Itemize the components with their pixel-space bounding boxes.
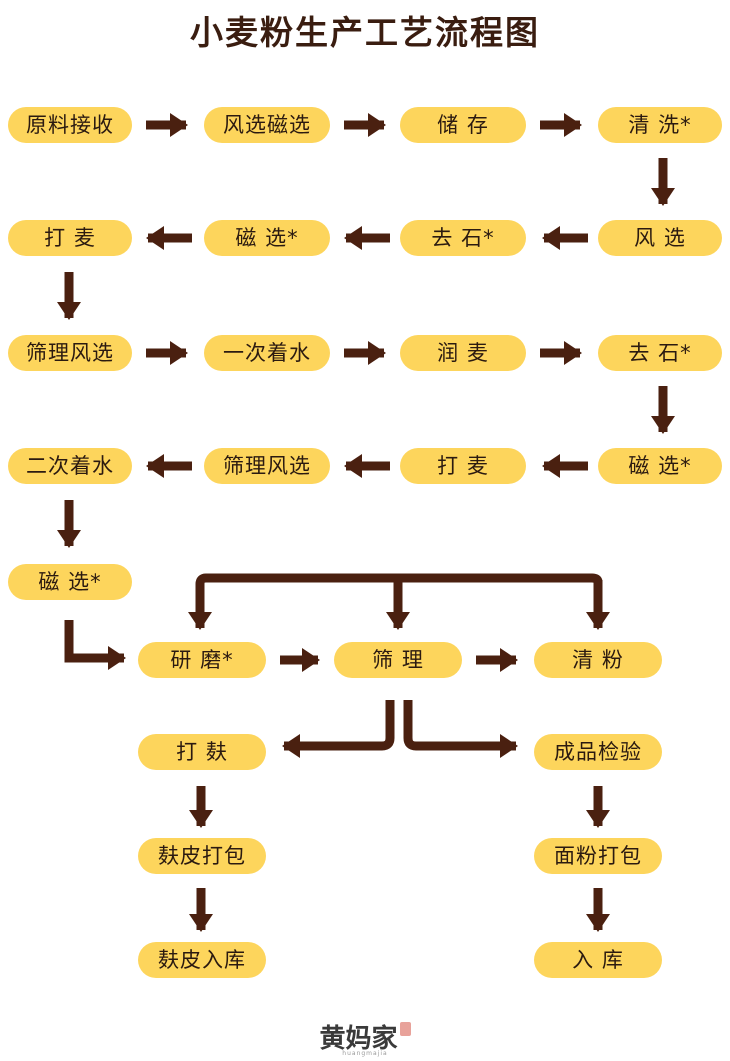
node-sieving-air-separation-1: 筛理风选	[8, 335, 132, 371]
node-storage: 储 存	[400, 107, 526, 143]
node-sieving-air-separation-2: 筛理风选	[204, 448, 330, 484]
node-air-separation-1: 风 选	[598, 220, 722, 256]
node-bran-warehousing: 麸皮入库	[138, 942, 266, 978]
brand-logo: 黄妈家	[0, 1018, 730, 1055]
node-product-inspection: 成品检验	[534, 734, 662, 770]
node-air-magnetic-separation: 风选磁选	[204, 107, 330, 143]
arrow-17-18	[64, 620, 126, 670]
node-destoning-1: 去 石*	[400, 220, 526, 256]
node-magnetic-separation-2: 磁 选*	[598, 448, 722, 484]
brand-subtitle: huangmajia	[342, 1050, 388, 1057]
node-raw-material-receiving: 原料接收	[8, 107, 132, 143]
arrow-19-21	[282, 700, 395, 758]
node-second-dampening: 二次着水	[8, 448, 132, 484]
node-scouring-1: 打 麦	[8, 220, 132, 256]
node-magnetic-separation-3: 磁 选*	[8, 564, 132, 600]
node-purifying: 清 粉	[534, 642, 662, 678]
page-title: 小麦粉生产工艺流程图	[190, 13, 540, 52]
node-sifting: 筛 理	[334, 642, 462, 678]
node-scouring-2: 打 麦	[400, 448, 526, 484]
node-warehousing: 入 库	[534, 942, 662, 978]
node-bran-beating: 打 麸	[138, 734, 266, 770]
node-tempering: 润 麦	[400, 335, 526, 371]
node-magnetic-separation-1: 磁 选*	[204, 220, 330, 256]
node-grinding: 研 磨*	[138, 642, 266, 678]
node-flour-packing: 面粉打包	[534, 838, 662, 874]
arrow-19-22	[403, 700, 518, 758]
node-destoning-2: 去 石*	[598, 335, 722, 371]
brand-logo-text: 黄妈家	[319, 1024, 398, 1054]
seal-icon	[399, 1022, 411, 1036]
node-washing: 清 洗*	[598, 107, 722, 143]
arrow-loop-to-grind	[188, 573, 603, 630]
node-first-dampening: 一次着水	[204, 335, 330, 371]
node-bran-packing: 麸皮打包	[138, 838, 266, 874]
